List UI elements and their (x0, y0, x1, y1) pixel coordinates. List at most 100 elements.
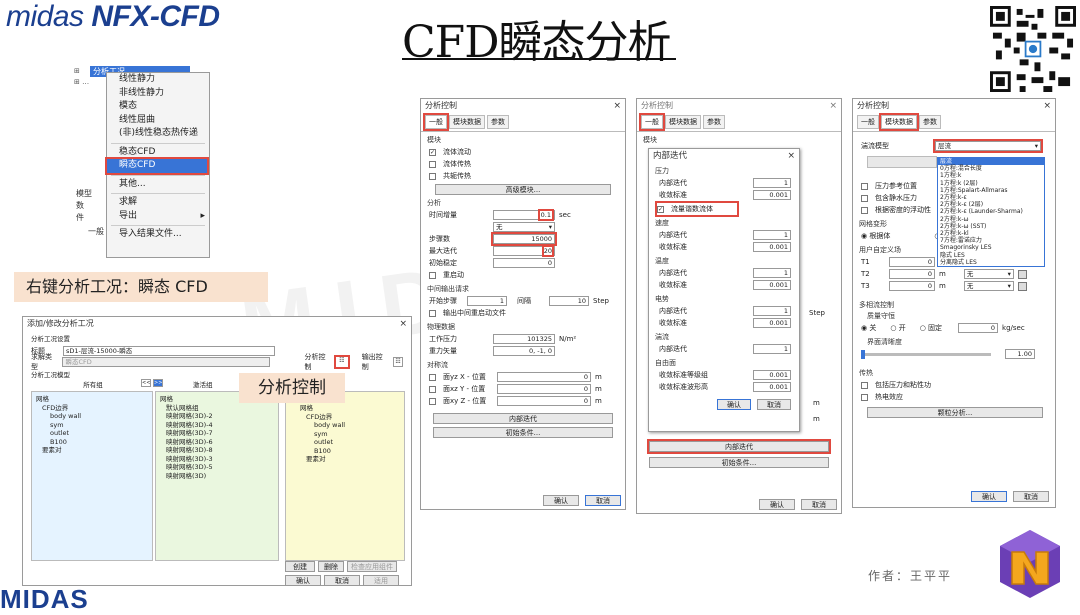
slider-handle[interactable] (861, 349, 865, 359)
steps-input[interactable]: 15000 (491, 232, 557, 246)
menu-item[interactable]: (非)线性稳态热传递 (119, 128, 199, 138)
menu-item[interactable]: 模态 (119, 101, 138, 111)
dropdown-option[interactable]: 层流 (938, 158, 1044, 166)
menu-item[interactable]: 稳态CFD (119, 146, 156, 157)
tab-general[interactable]: 一般 (639, 113, 665, 131)
close-icon[interactable]: × (787, 151, 795, 161)
particle-analysis-button[interactable]: 颗粒分析... (867, 407, 1043, 418)
interface-slider[interactable] (861, 349, 991, 359)
dropdown-option[interactable]: 2方程:k-ω (SST) (940, 222, 987, 230)
pressure-convergence-input[interactable]: 0.001 (753, 190, 791, 200)
ok-button[interactable]: 确认 (285, 575, 321, 586)
radio-fixed[interactable]: ○ 固定 (919, 324, 943, 332)
delete-button[interactable]: 删除 (318, 561, 344, 572)
check-fluid-flow[interactable]: ✓流体流动 (429, 148, 471, 156)
interface-value-input[interactable]: 1.00 (1005, 349, 1035, 359)
temperature-convergence-input[interactable]: 0.001 (753, 280, 791, 290)
close-icon[interactable]: × (399, 319, 407, 329)
initial-condition-button[interactable]: 初始条件... (649, 457, 829, 468)
check-consistent-flow[interactable]: ✓流量谐数流体 (655, 201, 739, 217)
cancel-button[interactable]: 取消 (757, 399, 791, 410)
check-buoyancy[interactable]: 根据密度的浮动性 (861, 204, 1047, 216)
advanced-module-button[interactable]: 高级模块... (435, 184, 611, 195)
time-function-select[interactable]: 无▾ (493, 222, 555, 232)
check-components-button[interactable]: 检查应用组件 (347, 561, 397, 572)
radio-on[interactable]: ○ 开 (890, 324, 906, 332)
check-pressure-reference[interactable]: 压力参考位置 (861, 180, 1047, 192)
dropdown-option[interactable]: 1方程:Spalart-Allmaras (940, 186, 1008, 194)
create-button[interactable]: 创建 (285, 561, 315, 572)
dropdown-option[interactable]: 分离隐式 LES (940, 258, 977, 266)
cancel-button[interactable]: 取消 (324, 575, 360, 586)
ok-button[interactable]: 确认 (543, 495, 579, 506)
tab-parameters[interactable]: 参数 (919, 115, 941, 129)
check-hydrostatic[interactable]: 包含静水压力 (861, 192, 1047, 204)
dropdown-option[interactable]: 7方程:雷诺应力 (940, 237, 982, 245)
menu-item[interactable]: 导入结果文件... (119, 229, 182, 239)
ok-button[interactable]: 确认 (717, 399, 751, 410)
check-sym-xy[interactable] (429, 397, 436, 405)
free-surface-wave-input[interactable]: 0.001 (753, 382, 791, 392)
dropdown-option[interactable]: 隐式 LES (940, 251, 965, 259)
sym-xz-input[interactable]: 0 (497, 384, 591, 394)
apply-button[interactable]: 适用 (363, 575, 399, 586)
close-icon[interactable]: × (1043, 101, 1051, 111)
velocity-convergence-input[interactable]: 0.001 (753, 242, 791, 252)
dropdown-option[interactable]: 2方程:k-ε (Launder-Sharma) (940, 208, 1023, 216)
table-icon[interactable] (1017, 281, 1027, 291)
temperature-iteration-input[interactable]: 1 (753, 268, 791, 278)
radio-off[interactable]: ◉ 关 (861, 324, 877, 332)
menu-item[interactable]: 其他... (119, 178, 146, 189)
cancel-button[interactable]: 取消 (1013, 491, 1049, 502)
menu-item[interactable]: 线性静力 (119, 74, 156, 84)
initial-condition-button[interactable]: 初始条件... (433, 427, 613, 438)
inner-iteration-button[interactable]: 内部迭代 (433, 413, 613, 424)
t1-input[interactable]: 0 (889, 257, 935, 267)
output-control-button[interactable]: ☷ (393, 356, 403, 367)
turbulence-model-select[interactable]: 层流▾ (933, 139, 1043, 153)
menu-item[interactable]: 求解 (119, 197, 138, 207)
velocity-iteration-input[interactable]: 1 (753, 230, 791, 240)
gravity-vector-input[interactable]: 0, -1, 0 (493, 346, 555, 356)
menu-item[interactable]: 非线性静力 (119, 87, 165, 98)
check-thermoelectric[interactable]: 热电效应 (861, 391, 1047, 403)
tab-general[interactable]: 一般 (423, 113, 449, 131)
cancel-button[interactable]: 取消 (801, 499, 837, 510)
move-right-button[interactable]: >> (153, 379, 163, 387)
check-conjugate-heat[interactable]: 共轭传热 (429, 170, 617, 182)
initial-stable-input[interactable]: 0 (493, 258, 555, 268)
close-icon[interactable]: × (829, 101, 837, 111)
turbulence-iteration-input[interactable]: 1 (753, 344, 791, 354)
tab-module-data[interactable]: 模块数据 (665, 115, 701, 129)
dropdown-option[interactable]: 1方程:k (2层) (940, 179, 978, 187)
solver-type-select[interactable]: 瞬态CFD (62, 356, 271, 367)
analysis-control-button[interactable]: ☷ (333, 354, 350, 369)
ok-button[interactable]: 确认 (759, 499, 795, 510)
t2-input[interactable]: 0 (889, 269, 935, 279)
radio-by-body[interactable]: ◉ 根据体 (861, 232, 891, 240)
dropdown-option[interactable]: 0方程:混合长度 (940, 165, 982, 173)
dropdown-option[interactable]: 2方程:k-ε (940, 194, 967, 202)
dropdown-option[interactable]: Smagorinsky LES (940, 244, 992, 252)
mass-flow-input[interactable]: 0 (958, 323, 999, 333)
check-restart[interactable]: 重启动 (429, 269, 617, 281)
check-mid-restart-file[interactable]: 输出中间重启动文件 (429, 307, 617, 319)
dropdown-option[interactable]: 1方程:k (940, 172, 962, 180)
free-surface-level-input[interactable]: 0.001 (753, 370, 791, 380)
potential-iteration-input[interactable]: 1 (753, 306, 791, 316)
check-pressure-viscous-work[interactable]: 包括压力和粘性功 (861, 379, 1047, 391)
t3-input[interactable]: 0 (889, 281, 935, 291)
working-pressure-input[interactable]: 101325 (493, 334, 555, 344)
t3-function-select[interactable]: 无▾ (963, 281, 1014, 291)
tab-module-data[interactable]: 模块数据 (449, 115, 485, 129)
dropdown-option[interactable]: 2方程:k-ω (940, 215, 969, 223)
sym-yz-input[interactable]: 0 (497, 372, 591, 382)
time-step-input[interactable]: 0.1 (493, 209, 555, 221)
t2-function-select[interactable]: 无▾ (963, 269, 1014, 279)
output-interval-input[interactable]: 10 (549, 296, 589, 306)
tab-parameters[interactable]: 参数 (487, 115, 509, 129)
tab-module-data[interactable]: 模块数据 (879, 113, 919, 131)
table-icon[interactable] (1017, 269, 1027, 279)
